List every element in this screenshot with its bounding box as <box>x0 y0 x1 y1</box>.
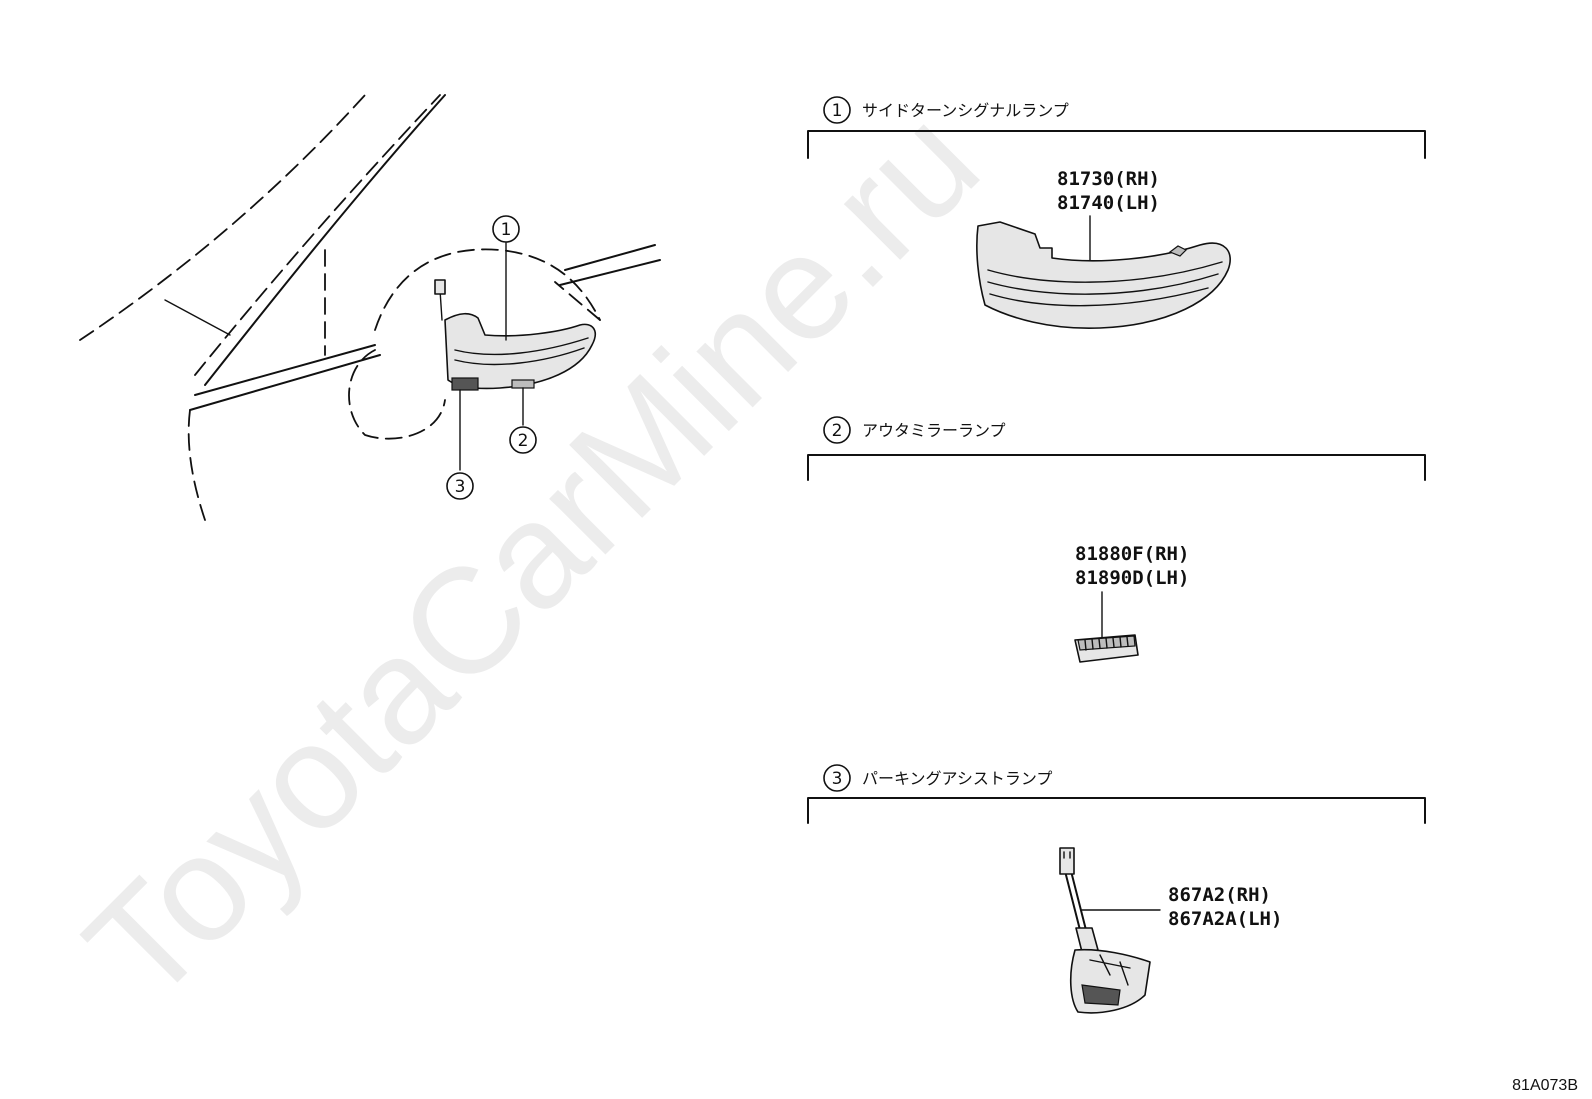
mirror-lamp-illustration <box>1074 634 1139 663</box>
section-2-title: アウタミラーランプ <box>862 421 1006 440</box>
section-3-number: 3 <box>832 769 843 789</box>
watermark: ToyotaCarMine.ru <box>54 77 1010 1033</box>
section-3-part-number-rh: 867A2(RH) <box>1168 884 1271 906</box>
section-1-number: 1 <box>832 101 843 121</box>
callout-2-number: 2 <box>518 431 529 451</box>
section-3-parking-assist-lamp: 3 パーキングアシストランプ 867A2(RH) 867A2A(LH) <box>807 764 1426 1014</box>
section-1-side-turn-signal: 1 サイドターンシグナルランプ 81730(RH) 81740(LH) <box>807 96 1426 330</box>
car-overview-illustration: 1 2 3 <box>79 94 661 521</box>
section-3-title: パーキングアシストランプ <box>862 769 1052 788</box>
callout-1-number: 1 <box>501 220 512 240</box>
section-3-part-number-lh: 867A2A(LH) <box>1168 908 1282 930</box>
section-1-part-number-lh: 81740(LH) <box>1057 192 1160 214</box>
turn-signal-lamp-illustration <box>976 221 1231 330</box>
parking-assist-lamp-illustration <box>1059 847 1151 1014</box>
section-1-part-number-rh: 81730(RH) <box>1057 168 1160 190</box>
section-2-number: 2 <box>832 421 843 441</box>
diagram-code: 81A073B <box>1512 1077 1578 1094</box>
section-2-outer-mirror-lamp: 2 アウタミラーランプ 81880F(RH) 81890D(LH) <box>807 416 1426 663</box>
section-2-part-number-lh: 81890D(LH) <box>1075 567 1189 589</box>
callout-3-number: 3 <box>455 477 466 497</box>
section-1-title: サイドターンシグナルランプ <box>862 101 1069 120</box>
section-2-part-number-rh: 81880F(RH) <box>1075 543 1189 565</box>
